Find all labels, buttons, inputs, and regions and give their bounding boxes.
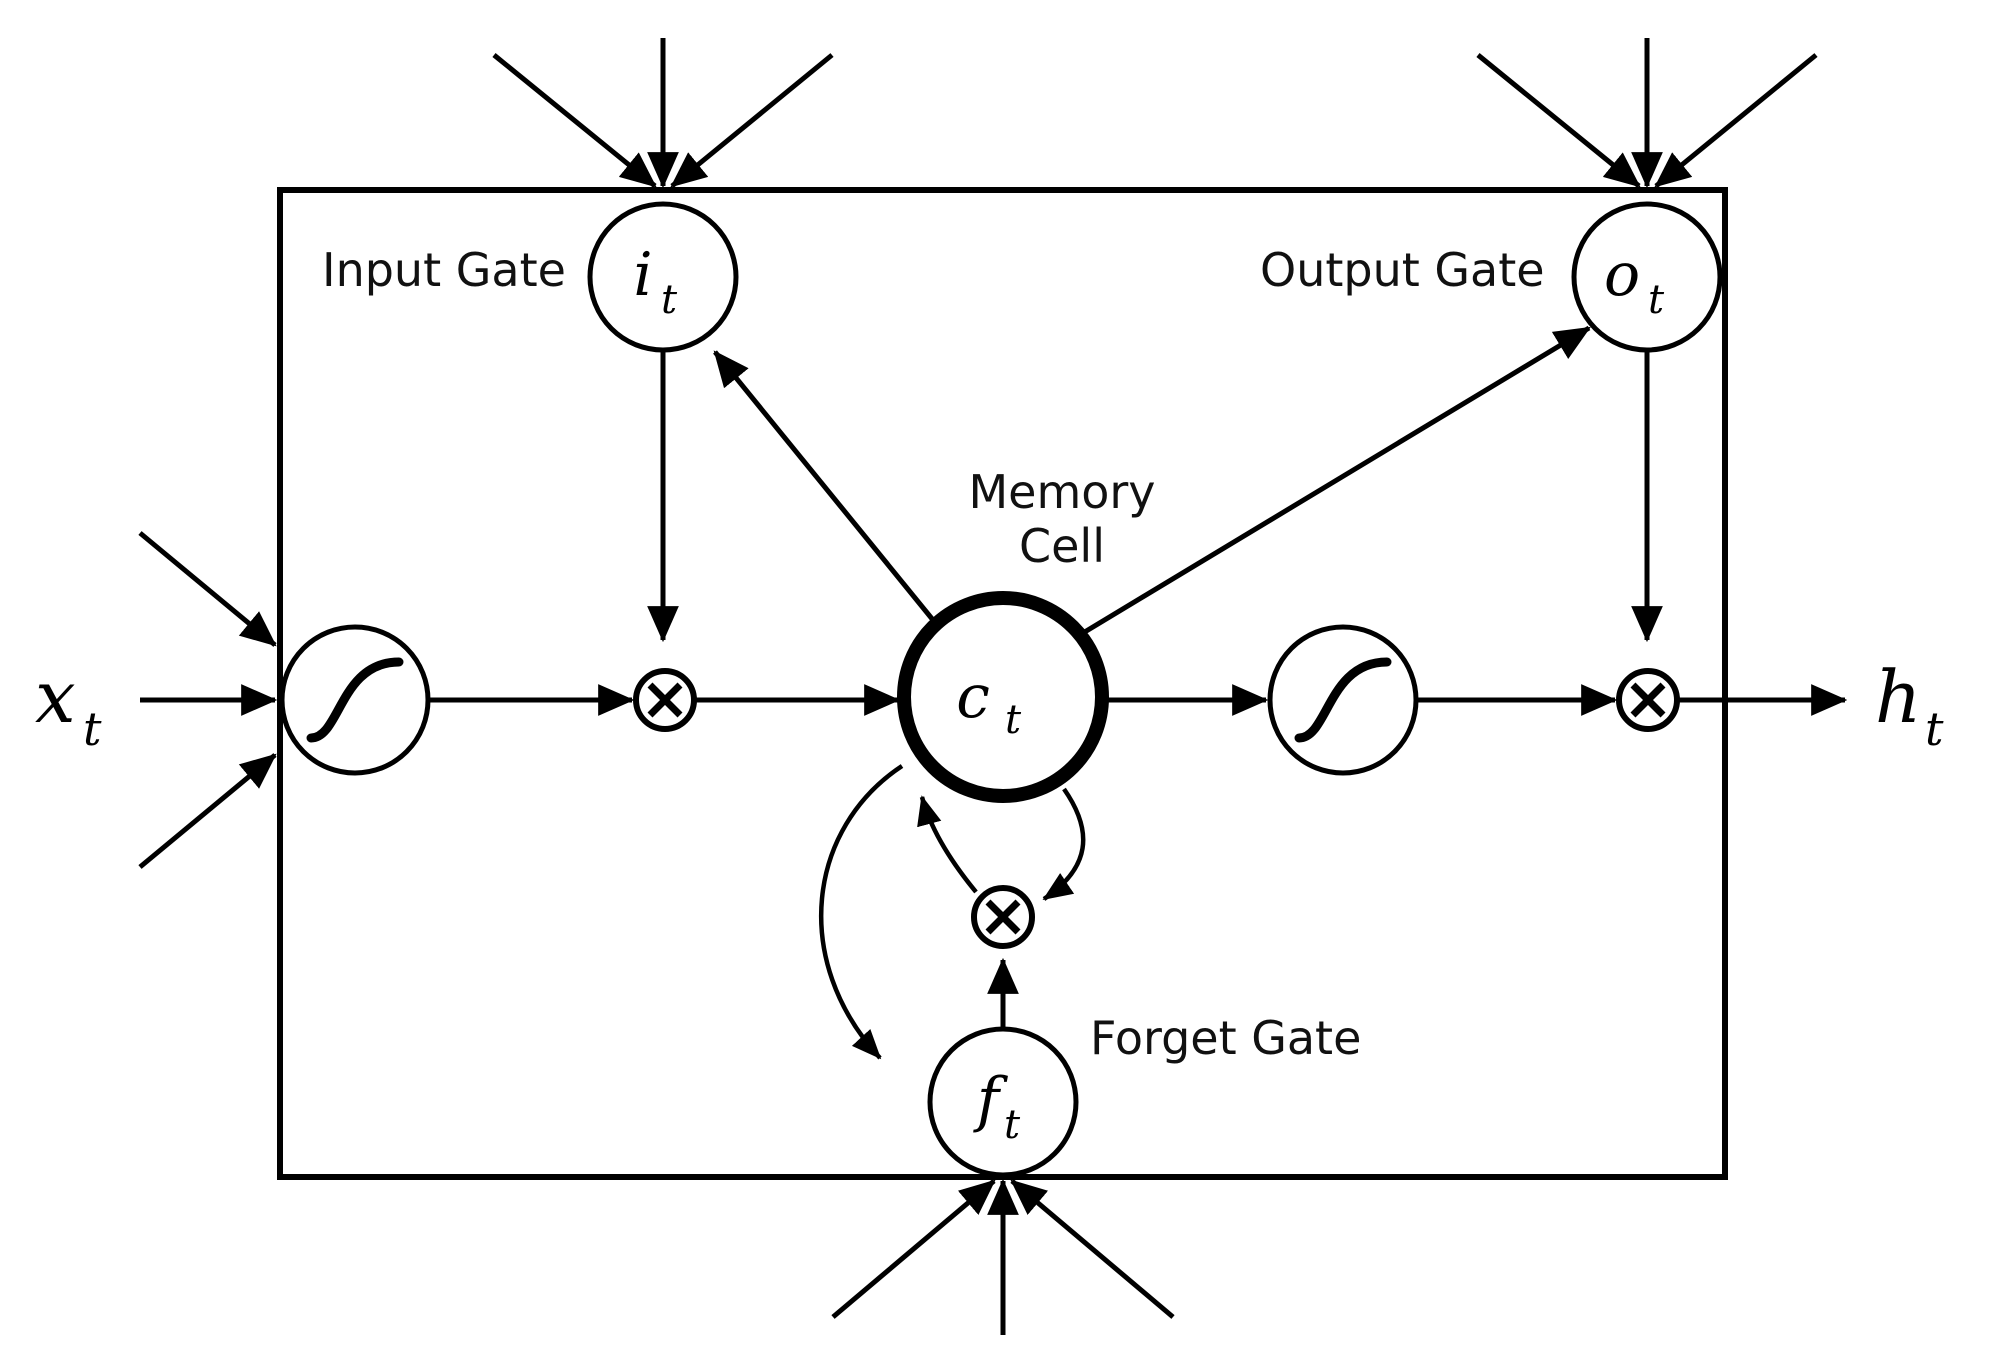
multiply-icon-stroke-b (985, 899, 1021, 935)
input-gate-arrow-left (492, 53, 657, 188)
wire-cell-to-input-gate-peephole (713, 350, 935, 622)
forget-gate-arrow-right (1010, 1179, 1175, 1319)
output-variable-label: h t (1875, 655, 1944, 756)
memory-cell-symbol-subscript: t (1005, 697, 1022, 743)
memory-cell-node[interactable]: c t (897, 591, 1109, 803)
input-multiply-node[interactable] (633, 668, 697, 732)
input-gate-symbol: i (633, 240, 652, 310)
output-gate-label: Output Gate (1260, 243, 1545, 297)
output-gate-circle[interactable] (1571, 201, 1723, 353)
multiply-icon-stroke-b (1630, 682, 1666, 718)
sigmoid-icon (1294, 657, 1392, 743)
forget-gate-node[interactable]: f t (927, 1026, 1079, 1178)
input-incoming-arrows (138, 531, 278, 869)
input-variable-label: x t (35, 655, 102, 756)
input-arrow-lower (138, 753, 277, 869)
memory-cell-label-line1: Memory (968, 465, 1155, 519)
forget-gate-label: Forget Gate (1090, 1011, 1361, 1065)
multiply-icon-stroke-b (647, 682, 683, 718)
output-gate-symbol: o (1604, 240, 1640, 310)
output-variable-symbol: h (1875, 655, 1921, 739)
input-squash-circle[interactable] (279, 624, 431, 776)
input-arrow-upper (138, 531, 277, 647)
memory-cell-circle[interactable] (897, 591, 1109, 803)
output-gate-arrow-right (1654, 53, 1818, 188)
input-variable-subscript: t (83, 702, 102, 756)
input-gate-node[interactable]: i t (587, 201, 739, 353)
sigmoid-icon (306, 657, 404, 743)
memory-cell-label-line2: Cell (1019, 519, 1105, 573)
wire-cell-to-forget-gate-peephole (818, 764, 904, 1060)
input-gate-symbol-subscript: t (661, 277, 678, 323)
input-gate-incoming-arrows (492, 38, 834, 189)
memory-cell-symbol: c (956, 662, 990, 732)
output-gate-symbol-subscript: t (1648, 277, 1665, 323)
wire-cell-to-forget-multiply (1042, 787, 1086, 901)
wire-forget-multiply-to-cell (917, 795, 978, 894)
input-variable-symbol: x (35, 655, 76, 739)
input-gate-label: Input Gate (322, 243, 566, 297)
input-gate-circle[interactable] (587, 201, 739, 353)
forget-gate-circle[interactable] (927, 1026, 1079, 1178)
output-gate-node[interactable]: o t (1571, 201, 1723, 353)
output-multiply-node[interactable] (1616, 668, 1680, 732)
wire-cell-to-output-gate-peephole (1081, 325, 1591, 636)
output-variable-subscript: t (1925, 702, 1944, 756)
forget-gate-incoming-arrows (831, 1178, 1175, 1335)
output-squash-node[interactable] (1267, 624, 1419, 776)
output-gate-arrow-left (1476, 53, 1641, 188)
input-squash-node[interactable] (279, 624, 431, 776)
forget-gate-arrow-left (831, 1179, 996, 1319)
output-squash-circle[interactable] (1267, 624, 1419, 776)
forget-multiply-node[interactable] (971, 885, 1035, 949)
forget-gate-symbol-subscript: t (1004, 1102, 1021, 1148)
output-gate-incoming-arrows (1476, 38, 1818, 189)
input-gate-arrow-right (670, 53, 834, 188)
